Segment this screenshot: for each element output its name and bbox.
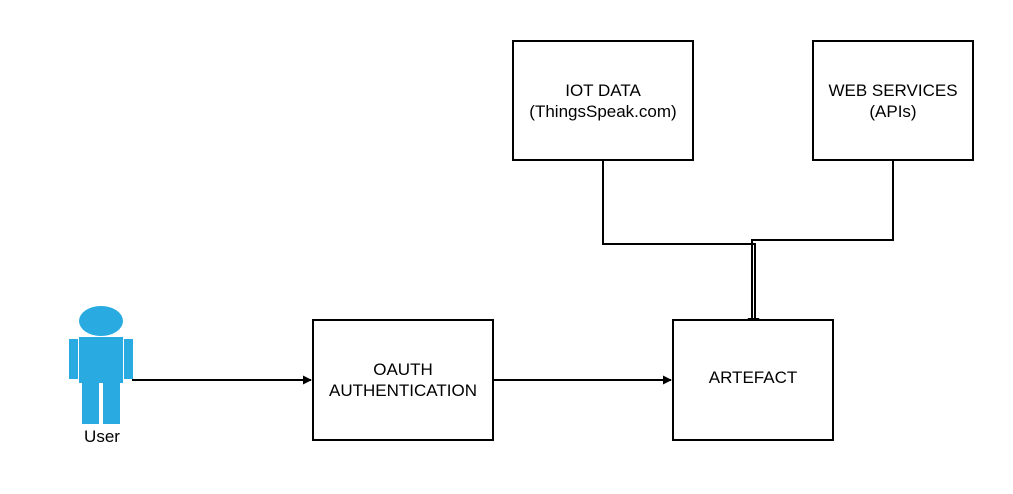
iot-data-title: IOT DATA (565, 80, 641, 100)
edge-iot-to-artefact (602, 161, 760, 327)
web-services-title: WEB SERVICES (828, 80, 958, 100)
user-person-icon (69, 306, 133, 424)
user-label: User (84, 427, 120, 446)
artefact-node: ARTEFACT (672, 319, 834, 441)
oauth-authentication-node: OAUTH AUTHENTICATION (312, 319, 494, 441)
web-services-subtitle: (APIs) (869, 101, 917, 121)
edge-web-to-artefact (747, 161, 894, 327)
artefact-label: ARTEFACT (708, 367, 798, 387)
oauth-title: OAUTH (373, 360, 433, 379)
web-services-node: WEB SERVICES (APIs) (812, 40, 974, 161)
iot-data-subtitle: (ThingsSpeak.com) (529, 101, 677, 121)
iot-data-node: IOT DATA (ThingsSpeak.com) (512, 40, 694, 161)
oauth-subtitle: AUTHENTICATION (329, 381, 477, 400)
